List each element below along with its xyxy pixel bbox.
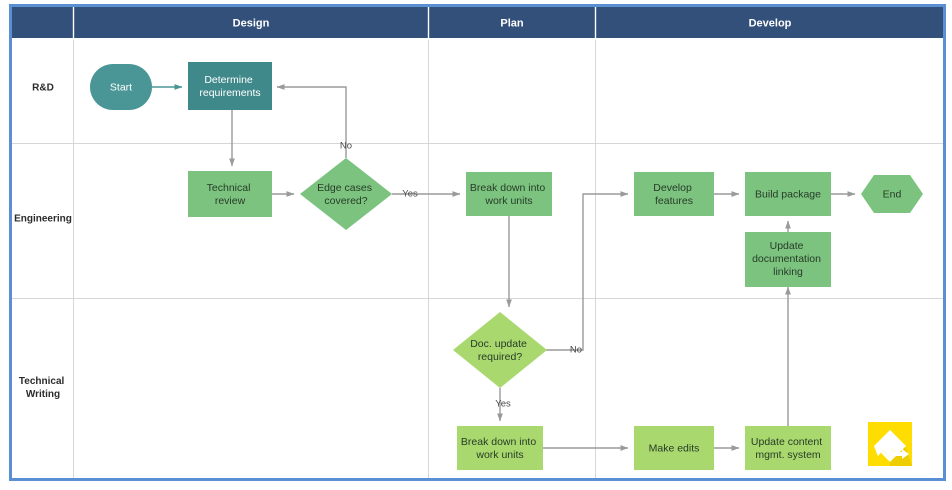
node-break-down-work-units-tw-line1: Break down into [461,436,536,448]
node-start-shape[interactable] [90,64,152,110]
node-update-content-mgmt-system-label: Update content mgmt. system [751,436,825,461]
node-update-documentation-linking-line3: linking [773,266,803,278]
node-edge-cases-covered[interactable]: Edge cases covered? [300,158,392,230]
node-update-content-mgmt-system-shape[interactable] [745,426,831,470]
node-doc-update-required-label: Doc. update required? [470,338,530,363]
header-bar-background [12,7,943,38]
node-break-down-work-units-eng[interactable]: Break down into work units [466,172,552,216]
node-edge-cases-covered-label: Edge cases covered? [317,182,375,207]
node-doc-update-required[interactable]: Doc. update required? [453,312,547,388]
lucidchart-logo-diamond [874,430,906,456]
node-update-documentation-linking[interactable]: Update documentation linking [745,232,831,287]
row-label-technical-writing[interactable]: Technical Writing [19,376,67,400]
row-label-engineering[interactable]: Engineering [14,214,72,225]
node-determine-requirements[interactable]: Determine requirements [188,62,272,110]
connector-edge-cases-no-to-determine [276,84,347,158]
connectors [152,84,856,451]
node-start-label: Start [110,81,132,93]
node-break-down-work-units-tw[interactable]: Break down into work units [457,426,543,470]
node-break-down-work-units-tw-label: Break down into work units [461,436,539,461]
edge-labels: No Yes No Yes [340,141,582,410]
node-update-content-mgmt-system-line2: mgmt. system [755,449,821,461]
lucidchart-logo-arrow [888,449,909,459]
diagram-outer-border [9,4,946,481]
node-break-down-work-units-eng-line1: Break down into [470,182,545,194]
node-develop-features-shape[interactable] [634,172,714,216]
node-determine-requirements-label: Determine requirements [199,74,260,99]
node-make-edits[interactable]: Make edits [634,426,714,470]
edge-label-no-doc-update: No [570,345,582,356]
node-update-documentation-linking-line2: documentation [752,253,821,265]
node-edge-cases-covered-line2: covered? [324,195,367,207]
column-header-design[interactable]: Design [233,17,270,29]
node-doc-update-required-line1: Doc. update [470,338,527,350]
node-develop-features[interactable]: Develop features [634,172,714,216]
node-end-shape[interactable] [861,175,923,213]
node-doc-update-required-line2: required? [478,351,523,363]
node-update-content-mgmt-system[interactable]: Update content mgmt. system [745,426,831,470]
node-develop-features-line2: features [655,195,693,207]
node-determine-requirements-shape[interactable] [188,62,272,110]
node-edge-cases-covered-shape[interactable] [300,158,392,230]
node-end[interactable]: End [861,175,923,213]
node-break-down-work-units-eng-label: Break down into work units [470,182,548,207]
column-header-bar: Design Plan Develop [12,7,943,38]
edge-label-no-edge-cases: No [340,141,352,152]
edge-label-yes-edge-cases: Yes [402,189,418,200]
lucidchart-logo[interactable] [868,422,912,466]
node-build-package-shape[interactable] [745,172,831,216]
node-technical-review-line2: review [215,195,246,207]
node-determine-requirements-line2: requirements [199,87,260,99]
node-doc-update-required-shape[interactable] [453,312,547,388]
lucidchart-logo-diamond-lower [874,446,898,462]
connector-doc-update-no-to-develop-features [546,191,629,351]
node-break-down-work-units-eng-line2: work units [484,195,532,207]
node-make-edits-shape[interactable] [634,426,714,470]
node-technical-review-line1: Technical [207,182,251,194]
node-develop-features-label: Develop features [653,182,694,207]
node-break-down-work-units-tw-shape[interactable] [457,426,543,470]
column-header-develop[interactable]: Develop [749,17,792,29]
column-header-plan[interactable]: Plan [500,17,524,29]
node-build-package[interactable]: Build package [745,172,831,216]
node-update-documentation-linking-line1: Update [770,240,804,252]
node-start[interactable]: Start [90,64,152,110]
node-update-documentation-linking-label: Update documentation linking [752,240,824,278]
row-label-techwriting-line2: Writing [26,389,60,400]
node-break-down-work-units-eng-shape[interactable] [466,172,552,216]
node-develop-features-line1: Develop [653,182,692,194]
node-end-label: End [883,188,902,200]
node-technical-review[interactable]: Technical review [188,171,272,217]
node-technical-review-label: Technical review [207,182,254,207]
node-edge-cases-covered-line1: Edge cases [317,182,372,194]
edge-label-yes-doc-update: Yes [495,399,511,410]
node-make-edits-label: Make edits [649,442,700,454]
node-determine-requirements-line1: Determine [204,74,253,86]
node-update-documentation-linking-shape[interactable] [745,232,831,287]
row-label-rnd[interactable]: R&D [32,83,54,94]
node-break-down-work-units-tw-line2: work units [475,449,523,461]
node-build-package-label: Build package [755,188,821,200]
node-update-content-mgmt-system-line1: Update content [751,436,822,448]
node-technical-review-shape[interactable] [188,171,272,217]
lucidchart-logo-mark [874,430,912,466]
row-labels: R&D Engineering Technical Writing [14,83,72,400]
row-label-techwriting-line1: Technical [19,376,65,387]
